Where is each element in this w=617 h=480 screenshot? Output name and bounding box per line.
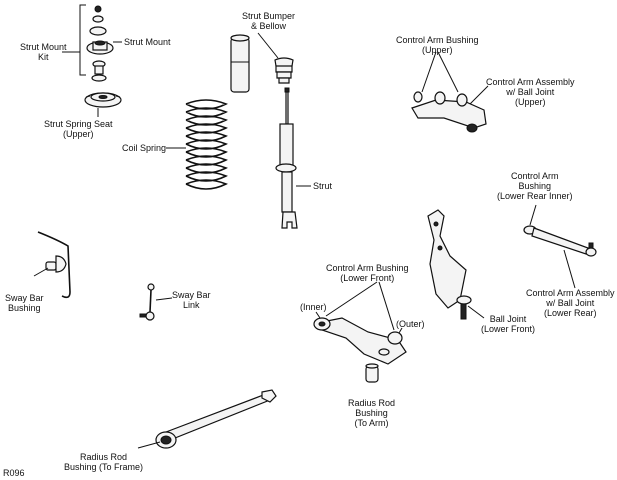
label-strut-mount: Strut Mount xyxy=(124,37,171,47)
label-coil-spring: Coil Spring xyxy=(122,143,167,153)
upper-control-arm-drawing xyxy=(411,51,489,133)
figure-code: R096 xyxy=(3,468,25,478)
label-control-arm-bushing-upper: Control Arm Bushing(Upper) xyxy=(396,35,479,55)
strut-mount-kit-drawing xyxy=(86,5,114,82)
radius-rod-drawing xyxy=(137,389,277,449)
label-strut-spring-seat: Strut Spring Seat(Upper) xyxy=(44,119,113,139)
knuckle-ball-joint-drawing xyxy=(427,209,485,320)
label-control-arm-bushing-lower-front: Control Arm Bushing(Lower Front) xyxy=(326,263,409,283)
label-ball-joint-lower-front: Ball Joint(Lower Front) xyxy=(481,314,536,334)
coil-spring-drawing xyxy=(166,99,228,190)
sway-bar-link-drawing xyxy=(139,283,173,321)
label-strut: Strut xyxy=(313,181,333,191)
label-strut-bumper: Strut Bumper& Bellow xyxy=(242,11,296,31)
label-inner: (Inner) xyxy=(300,302,327,312)
sway-bar-drawing xyxy=(33,231,71,299)
lower-front-control-arm-drawing xyxy=(313,281,407,365)
lower-rear-control-arm-drawing xyxy=(523,204,597,289)
strut-mount-kit-bracket xyxy=(62,4,122,76)
label-outer: (Outer) xyxy=(396,319,425,329)
strut-bumper-drawing xyxy=(230,32,294,93)
radius-rod-bushing-arm-drawing xyxy=(365,363,379,383)
strut-drawing xyxy=(275,87,311,229)
strut-spring-seat-drawing xyxy=(84,92,122,117)
